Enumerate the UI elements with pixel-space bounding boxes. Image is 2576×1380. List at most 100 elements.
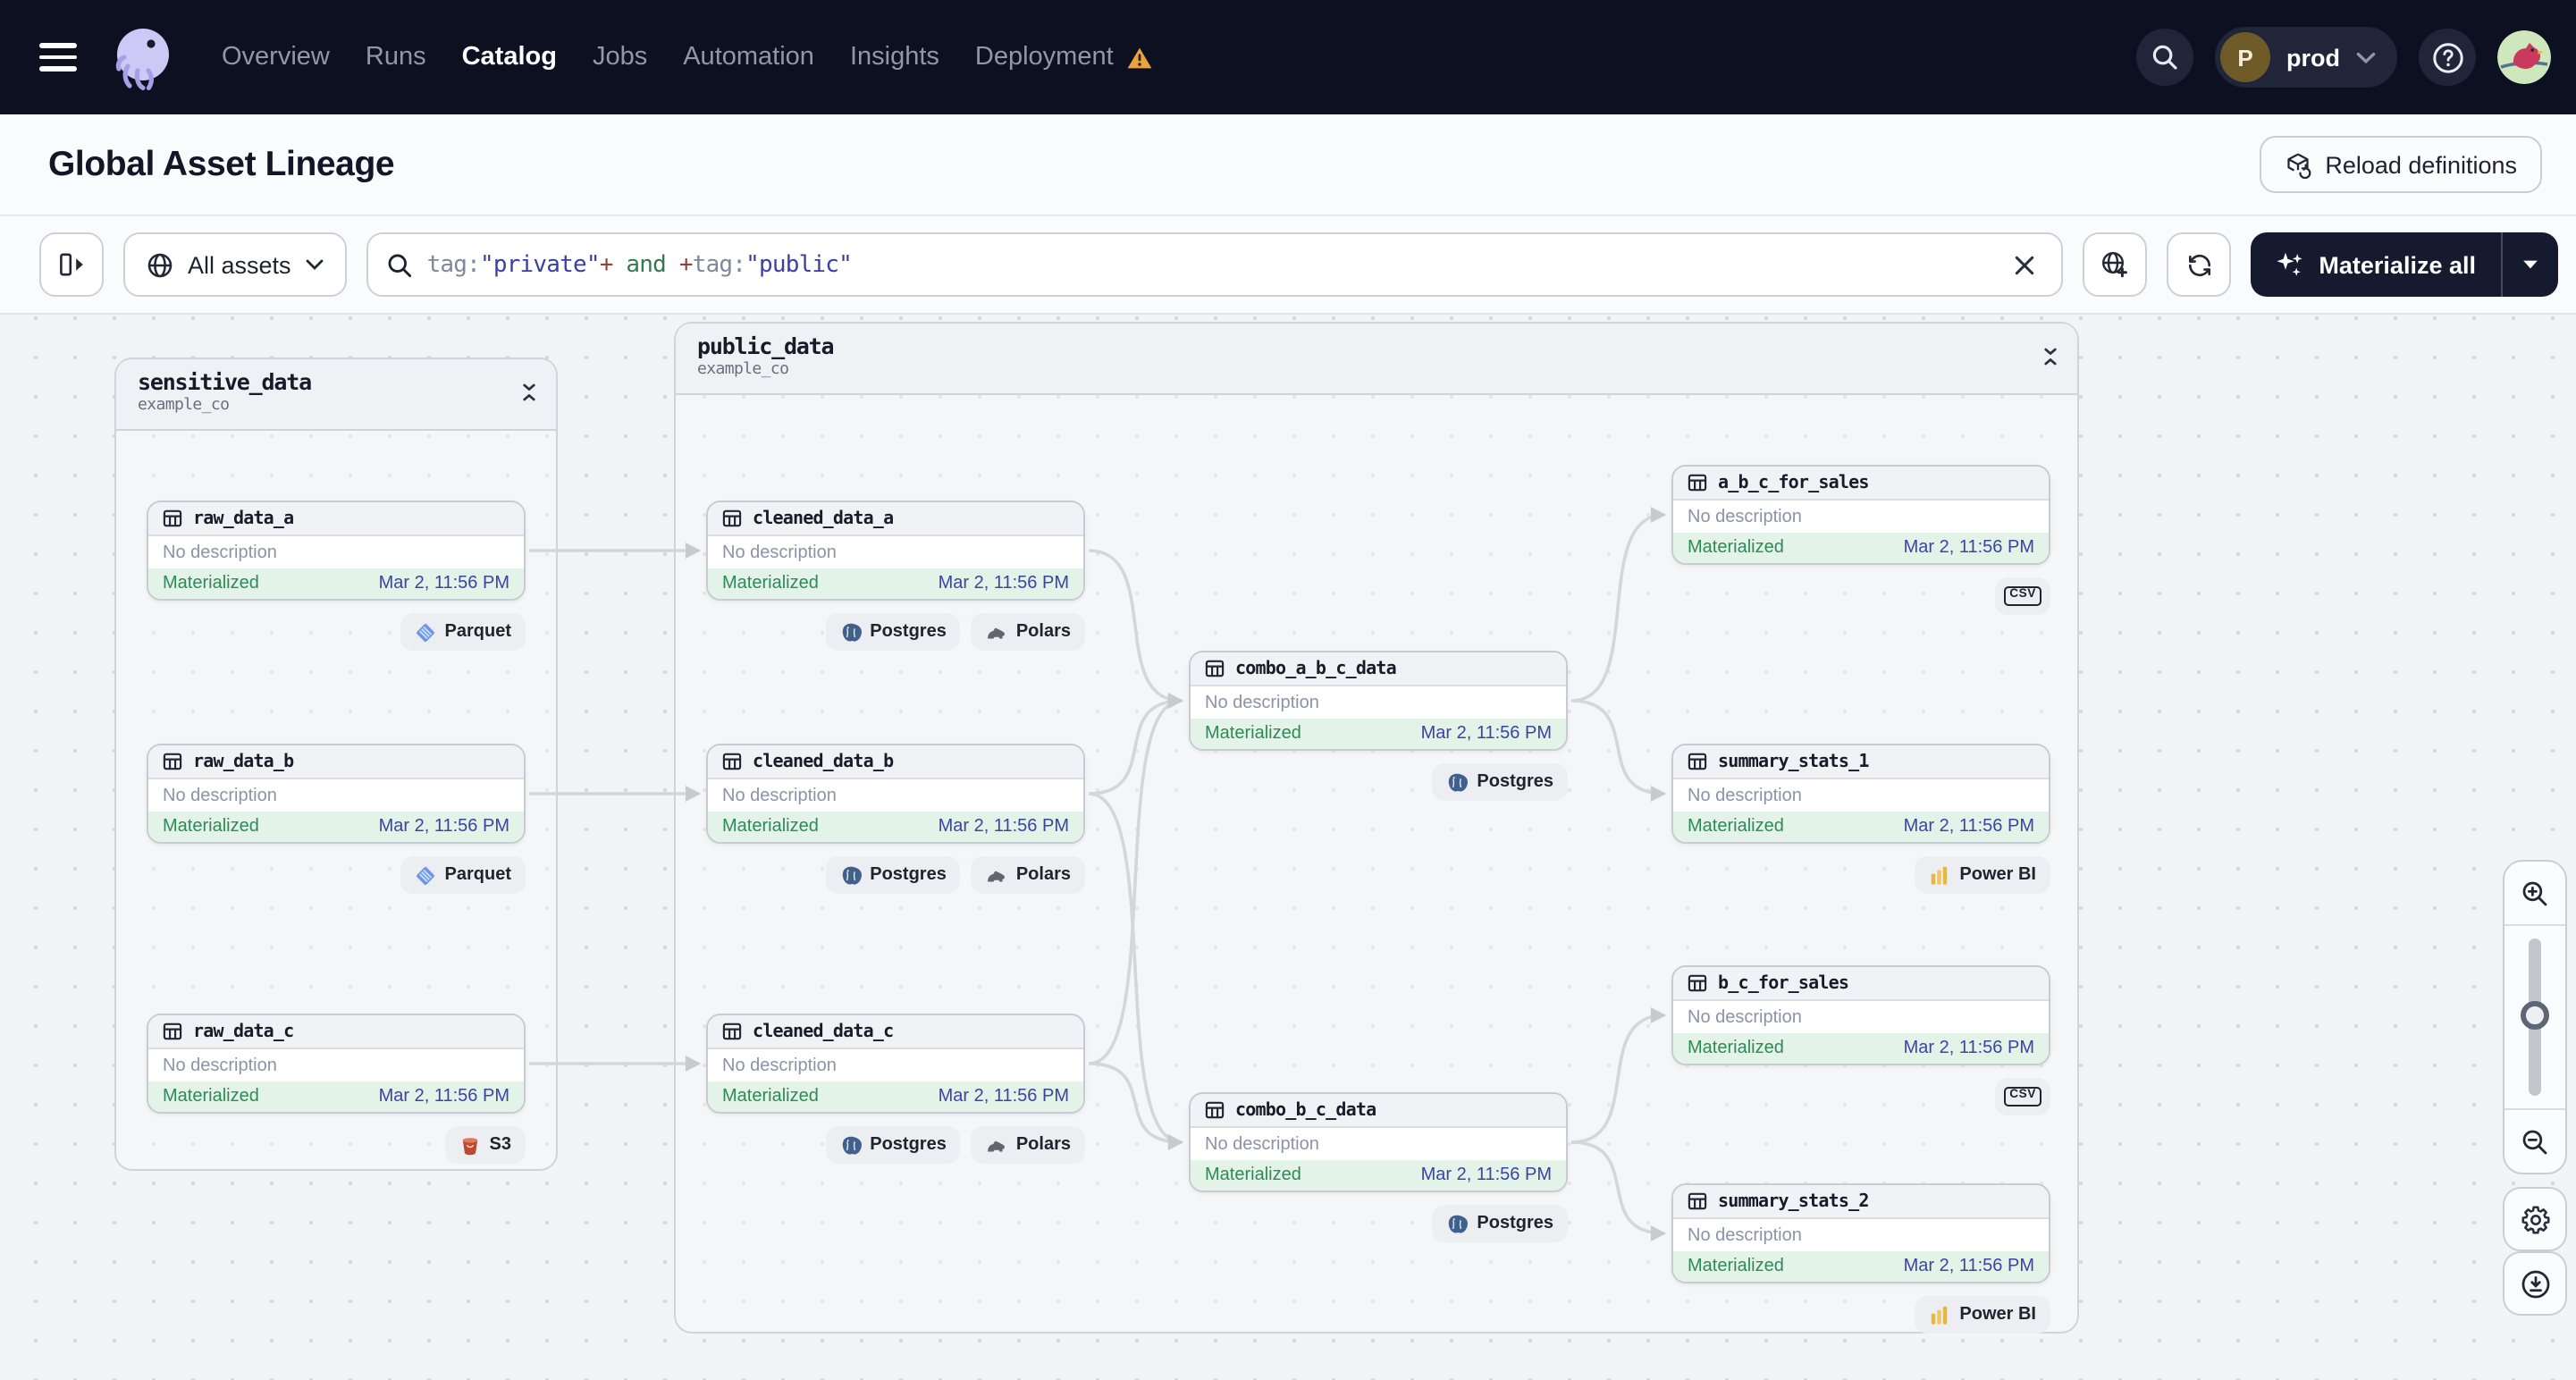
tag-polars: Polars <box>971 613 1085 651</box>
asset-scope-select[interactable]: All assets <box>123 232 347 297</box>
refresh-button[interactable] <box>2167 232 2232 297</box>
asset-tags: Parquet <box>400 613 526 651</box>
materialized-status-badge: Materialized <box>722 574 819 593</box>
tag-csv: csv <box>1995 1078 2050 1115</box>
help-button[interactable] <box>2419 29 2476 86</box>
materialization-timestamp: Mar 2, 11:56 PM <box>1420 1165 1552 1185</box>
asset-node-header: cleaned_data_b <box>708 745 1083 779</box>
environment-switcher[interactable]: P prod <box>2215 27 2397 88</box>
materialization-timestamp: Mar 2, 11:56 PM <box>378 817 509 837</box>
tag-label: Postgres <box>870 622 947 642</box>
tag-postgres: Postgres <box>825 856 961 894</box>
table-icon <box>722 753 742 770</box>
materialize-options-dropdown[interactable] <box>2503 232 2558 297</box>
nav-item-insights[interactable]: Insights <box>850 43 939 72</box>
asset-name: combo_b_c_data <box>1235 1100 1376 1120</box>
nav-item-runs[interactable]: Runs <box>366 43 426 72</box>
materialization-timestamp: Mar 2, 11:56 PM <box>378 574 509 593</box>
zoom-slider[interactable] <box>2504 926 2565 1108</box>
nav-item-label: Insights <box>849 43 939 72</box>
user-avatar[interactable] <box>2497 30 2551 84</box>
tag-s3: S3 <box>444 1126 526 1164</box>
filter-query-text[interactable]: tag:"private"+ and +tag:"public" <box>427 251 1992 278</box>
asset-name: raw_data_c <box>193 1022 294 1041</box>
download-image-button[interactable] <box>2503 1251 2567 1316</box>
hamburger-menu-button[interactable] <box>29 27 89 88</box>
group-title: public_data <box>697 332 835 359</box>
clear-filter-button[interactable] <box>2006 246 2043 283</box>
query-token: and <box>612 251 679 278</box>
nav-item-deployment[interactable]: Deployment <box>975 43 1153 72</box>
tag-postgres: Postgres <box>825 613 961 651</box>
polars-icon <box>986 1134 1007 1156</box>
table-icon <box>163 753 182 770</box>
nav-item-automation[interactable]: Automation <box>683 43 814 72</box>
group-repository-label: example_co <box>138 396 230 415</box>
query-token: tag: <box>426 251 481 278</box>
nav-right: P prod <box>2136 27 2551 88</box>
collapse-icon <box>2041 345 2059 372</box>
tag-label: Postgres <box>1477 772 1553 792</box>
table-icon <box>1688 753 1707 770</box>
graph-settings-button[interactable] <box>2503 1187 2567 1251</box>
download-icon <box>2520 1268 2550 1299</box>
zoom-out-button[interactable] <box>2504 1108 2565 1173</box>
materialization-timestamp: Mar 2, 11:56 PM <box>1903 817 2034 837</box>
query-token: "private" <box>480 251 600 278</box>
panel-toggle-icon <box>58 252 85 277</box>
query-token: + <box>678 251 694 278</box>
asset-node-header: summary_stats_1 <box>1673 745 2049 779</box>
nav-item-overview[interactable]: Overview <box>222 43 330 72</box>
asset-node-body: No description <box>1673 1001 2049 1033</box>
tag-powerbi: Power BI <box>1915 1296 2050 1334</box>
tag-label: Power BI <box>1959 865 2036 885</box>
zoom-in-button[interactable] <box>2504 862 2565 926</box>
asset-filter-input[interactable]: tag:"private"+ and +tag:"public" <box>366 232 2064 297</box>
postgres-icon <box>839 864 862 886</box>
reload-definitions-button[interactable]: Reload definitions <box>2259 136 2542 193</box>
zoom-slider-thumb[interactable] <box>2521 1001 2549 1030</box>
materialization-timestamp: Mar 2, 11:56 PM <box>1420 724 1552 744</box>
asset-name: summary_stats_2 <box>1718 1191 1869 1211</box>
nav-item-jobs[interactable]: Jobs <box>593 43 647 72</box>
asset-description: No description <box>1205 1134 1319 1154</box>
asset-node-header: raw_data_b <box>148 745 524 779</box>
materialize-all-button[interactable]: Materialize all <box>2251 232 2501 297</box>
asset-description: No description <box>1688 1225 1802 1245</box>
asset-node-body: No description <box>708 779 1083 812</box>
collapse-group-button[interactable] <box>517 377 542 411</box>
environment-name: prod <box>2286 44 2340 71</box>
open-side-panel-button[interactable] <box>39 232 104 297</box>
dagster-logo[interactable] <box>104 18 182 97</box>
asset-tags: Power BI <box>1915 1296 2050 1334</box>
environment-avatar: P <box>2220 32 2270 82</box>
search-button[interactable] <box>2136 29 2193 86</box>
nav-item-catalog[interactable]: Catalog <box>462 43 557 72</box>
collapse-group-button[interactable] <box>2038 341 2063 375</box>
filter-to-scope-button[interactable] <box>2083 232 2148 297</box>
materialization-timestamp: Mar 2, 11:56 PM <box>938 574 1069 593</box>
